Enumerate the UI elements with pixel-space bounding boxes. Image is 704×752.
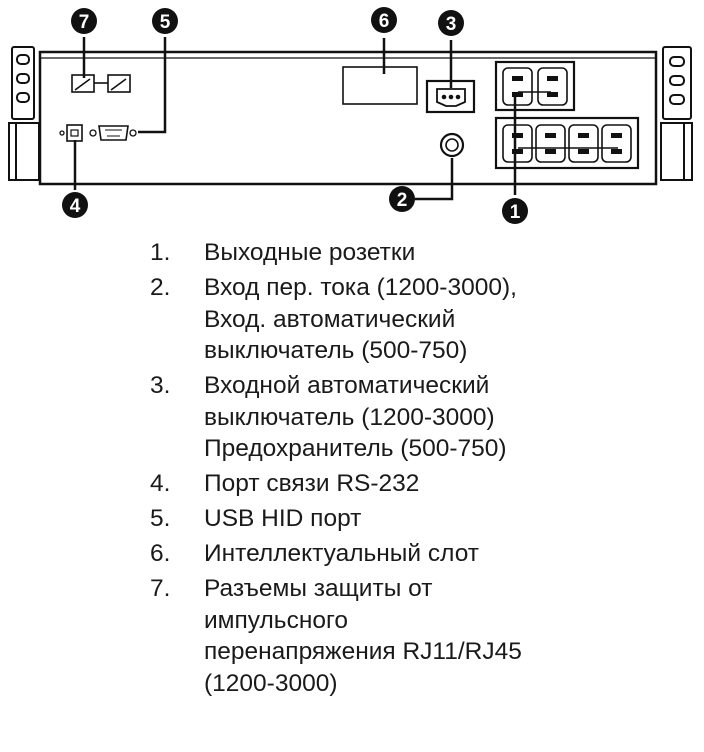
- legend-item: 1. Выходные розетки: [150, 237, 634, 269]
- legend-text: Интеллектуальный слот: [204, 538, 634, 570]
- callout-badge-3: 3: [438, 10, 464, 36]
- intelligent-slot: [342, 66, 418, 105]
- ground-screw: [59, 130, 65, 136]
- legend-line: Вход пер. тока (1200-3000),: [204, 274, 517, 301]
- legend-line: Входной автоматический: [204, 372, 490, 399]
- callout-badge-5: 5: [152, 8, 178, 34]
- legend-text: Вход пер. тока (1200-3000), Вход. автомат…: [204, 272, 634, 367]
- legend-item: 4. Порт связи RS-232: [150, 468, 634, 500]
- legend-item: 6. Интеллектуальный слот: [150, 538, 634, 570]
- ups-rear-panel-diagram: 7 5 6 3 4 2 1: [8, 7, 693, 224]
- legend-line: Выходные розетки: [204, 239, 416, 266]
- legend-item: 7. Разъемы защиты от импульсного перенапряж…: [150, 573, 634, 699]
- ups-chassis: [38, 50, 658, 186]
- legend-number: 3.: [150, 372, 171, 399]
- rj45-ports: [71, 74, 131, 93]
- rs232-port: [66, 124, 83, 142]
- legend-line: Интеллектуальный слот: [204, 540, 480, 567]
- usb-hid-port: [89, 125, 137, 141]
- legend-text: Входной автоматический выключатель (1200-…: [204, 370, 634, 465]
- legend-line: выключатель (500-750): [204, 337, 468, 364]
- legend-text: Выходные розетки: [204, 237, 634, 269]
- legend-number: 1.: [150, 239, 171, 266]
- legend-item: 5. USB HID порт: [150, 503, 634, 535]
- callout-number: 7: [79, 12, 90, 33]
- legend-line: Разъемы защиты от: [204, 575, 433, 602]
- legend-text: Порт связи RS-232: [204, 468, 634, 500]
- legend-number: 4.: [150, 470, 171, 497]
- callout-badge-4: 4: [62, 192, 88, 218]
- legend-line: USB HID порт: [204, 505, 362, 532]
- legend-line: Вход. автоматический: [204, 305, 456, 333]
- legend-number: 7.: [150, 575, 171, 602]
- callout-number: 1: [510, 202, 521, 223]
- callout-badge-6: 6: [371, 7, 397, 33]
- callout-number: 4: [70, 196, 81, 217]
- left-rack-ear: [8, 46, 40, 181]
- legend-line: Порт связи RS-232: [204, 470, 420, 497]
- ac-input: [439, 132, 465, 158]
- legend-line: перенапряжения RJ11/RJ45: [204, 638, 522, 665]
- legend-text: USB HID порт: [204, 503, 634, 535]
- right-rack-ear: [660, 46, 693, 181]
- legend-line: (1200-3000): [204, 669, 338, 697]
- legend-text: Разъемы защиты от импульсного перенапряжен…: [204, 573, 634, 699]
- callout-number: 5: [160, 12, 171, 33]
- legend-item: 2. Вход пер. тока (1200-3000), Вход. автом…: [150, 272, 634, 367]
- callout-number: 6: [379, 11, 390, 32]
- legend-line: Предохранитель (500-750): [204, 435, 507, 462]
- legend-number: 5.: [150, 505, 171, 532]
- callout-number: 2: [397, 190, 408, 211]
- legend-line: выключатель (1200-3000): [204, 403, 495, 431]
- legend-number: 6.: [150, 540, 171, 567]
- legend-item: 3. Входной автоматический выключатель (120…: [150, 370, 634, 465]
- output-outlets: [494, 60, 640, 170]
- callout-leaders: [73, 37, 517, 201]
- legend-line: импульсного: [204, 606, 348, 634]
- callout-badge-2: 2: [389, 186, 415, 212]
- callout-badge-1: 1: [502, 198, 528, 224]
- callout-badge-7: 7: [71, 8, 97, 34]
- legend-list: 1. Выходные розетки 2. Вход пер. тока (1200…: [150, 237, 634, 703]
- legend-number: 2.: [150, 274, 171, 301]
- callout-number: 3: [446, 14, 457, 35]
